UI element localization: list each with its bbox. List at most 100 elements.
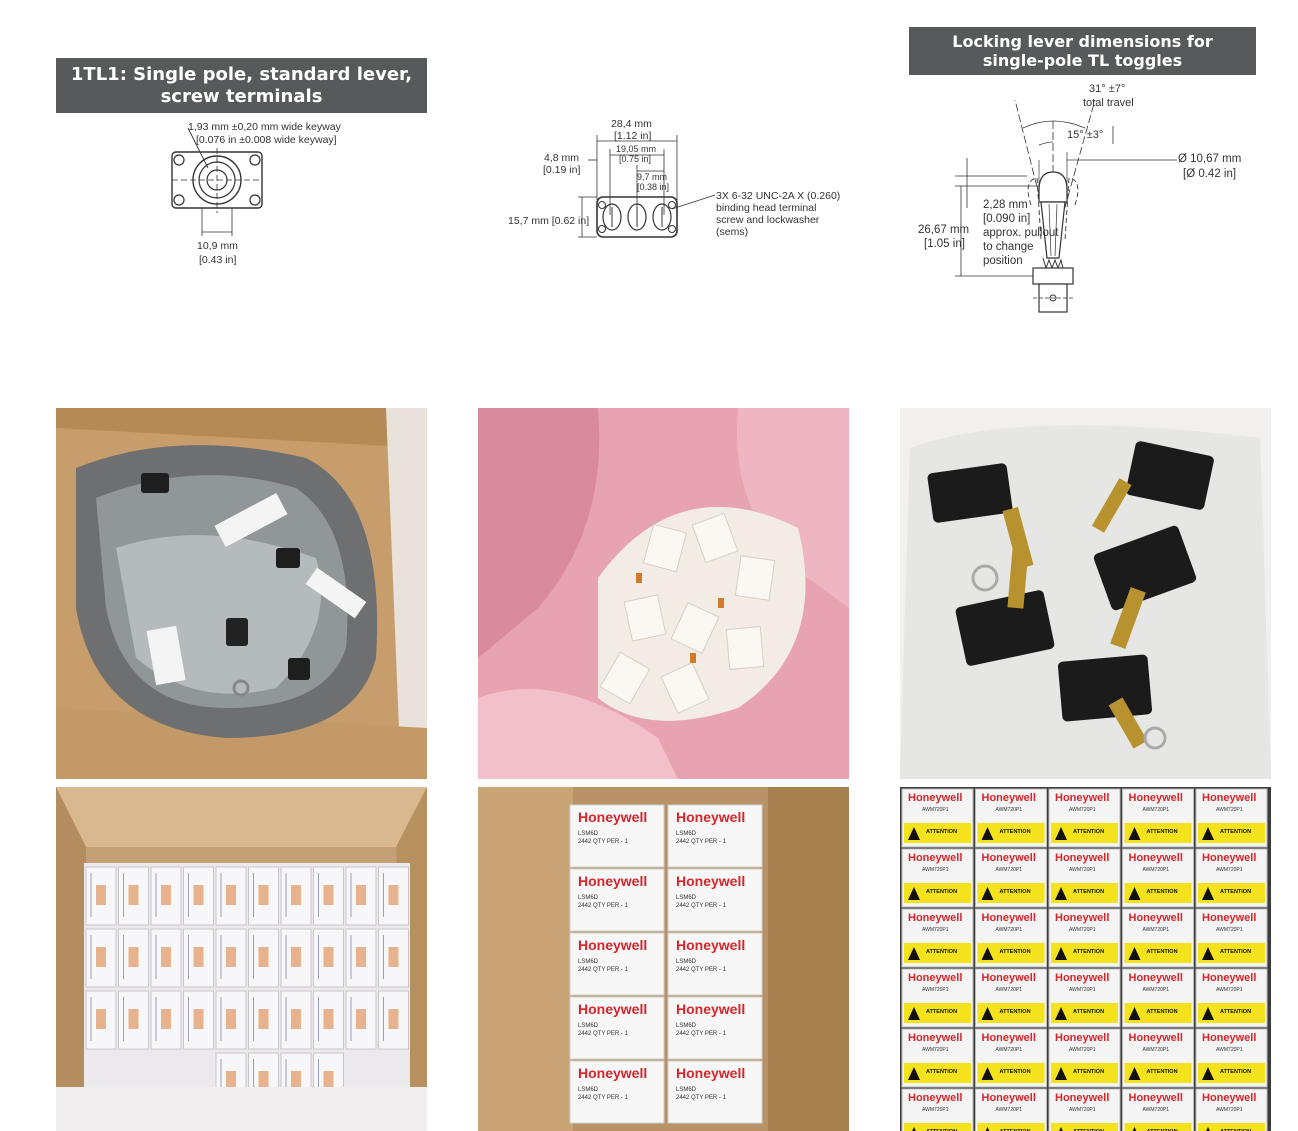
panel3-pullout-note-3: position — [983, 255, 1023, 267]
attention-label: ATTENTION — [1220, 889, 1251, 895]
honeywell-logo-text: Honeywell — [982, 852, 1036, 864]
honeywell-logo-text: Honeywell — [1129, 1032, 1183, 1044]
part-number-label: AWM720P1 — [1143, 1047, 1170, 1053]
carton — [280, 866, 312, 926]
honeywell-logo-text: Honeywell — [578, 809, 647, 825]
honeywell-logo-text: Honeywell — [578, 937, 647, 953]
part-number-label: AWM720P1 — [1069, 927, 1096, 933]
panel3-pullout-in: [0.090 in] — [983, 213, 1031, 225]
box-qty-label: 2442 QTY PER - 1 — [676, 967, 727, 973]
panel3-title-line1: Locking lever dimensions for — [952, 32, 1213, 51]
honeywell-logo-text: Honeywell — [676, 809, 745, 825]
carton — [345, 990, 377, 1050]
part-number-label: AWM720P1 — [922, 987, 949, 993]
carton — [150, 990, 182, 1050]
part-number-label: AWM720P1 — [1069, 867, 1096, 873]
box-qty-label: 2442 QTY PER - 1 — [676, 839, 727, 845]
honeywell-logo-text: Honeywell — [1129, 852, 1183, 864]
panel3-diameter-in: [Ø 0.42 in] — [1183, 168, 1237, 180]
attention-label: ATTENTION — [1000, 949, 1031, 955]
part-number-label: AWM720P1 — [922, 927, 949, 933]
carton — [248, 990, 279, 1050]
honeywell-logo-text: Honeywell — [908, 1092, 962, 1104]
panel1-title-line1: 1TL1: Single pole, standard lever, — [70, 63, 413, 85]
panel2-pitch-in: [0.75 in] — [619, 154, 652, 164]
panel3-half-angle: 15° ±3° — [1067, 129, 1104, 141]
attention-label: ATTENTION — [1220, 949, 1251, 955]
attention-label: ATTENTION — [1073, 889, 1104, 895]
honeywell-logo-text: Honeywell — [1202, 792, 1256, 804]
panel2-spacing-mm: 9,7 mm — [637, 172, 668, 182]
carton — [313, 928, 344, 988]
carton — [248, 866, 279, 926]
panel1-title-banner: 1TL1: Single pole, standard lever, screw… — [56, 58, 427, 113]
box-qty-label: 2442 QTY PER - 1 — [578, 903, 629, 909]
panel2-overall-in: [1.12 in] — [614, 130, 652, 142]
honeywell-logo-text: Honeywell — [908, 1032, 962, 1044]
attention-label: ATTENTION — [926, 1009, 957, 1015]
honeywell-logo-text: Honeywell — [1202, 1092, 1256, 1104]
honeywell-logo-text: Honeywell — [578, 1001, 647, 1017]
honeywell-logo-text: Honeywell — [578, 1065, 647, 1081]
attention-label: ATTENTION — [1220, 829, 1251, 835]
carton — [118, 866, 149, 926]
honeywell-logo-text: Honeywell — [1055, 1032, 1109, 1044]
part-number-label: AWM720P1 — [1216, 1107, 1243, 1113]
carton — [118, 928, 149, 988]
box-qty-label: 2442 QTY PER - 1 — [578, 839, 629, 845]
honeywell-logo-text: Honeywell — [908, 912, 962, 924]
panel3-pullout-note-2: to change — [983, 241, 1034, 253]
attention-label: ATTENTION — [926, 1129, 957, 1131]
carton — [378, 866, 409, 926]
honeywell-logo-text: Honeywell — [676, 937, 745, 953]
panel2-spacing-in: [0.38 in] — [637, 182, 670, 192]
part-number-label: AWM720P1 — [1216, 987, 1243, 993]
honeywell-logo-text: Honeywell — [1202, 972, 1256, 984]
carton — [378, 990, 409, 1050]
box-qty-label: 2442 QTY PER - 1 — [676, 1095, 727, 1101]
box-part-label: LSM6D — [676, 1087, 697, 1093]
attention-label: ATTENTION — [1220, 1009, 1251, 1015]
attention-label: ATTENTION — [926, 949, 957, 955]
part-number-label: AWM720P1 — [1069, 1047, 1096, 1053]
part-number-label: AWM720P1 — [996, 1047, 1023, 1053]
honeywell-logo-text: Honeywell — [1129, 792, 1183, 804]
box-part-label: LSM6D — [676, 959, 697, 965]
labelled-box-grid: HoneywellAWM720P1ATTENTIONHoneywellAWM72… — [901, 788, 1268, 1131]
honeywell-logo-text: Honeywell — [676, 1001, 745, 1017]
honeywell-logo-text: Honeywell — [1202, 1032, 1256, 1044]
attention-label: ATTENTION — [1000, 1009, 1031, 1015]
attention-label: ATTENTION — [1147, 889, 1178, 895]
panel2-edge-in: [0.19 in] — [543, 164, 581, 176]
attention-label: ATTENTION — [1147, 949, 1178, 955]
box-part-label: LSM6D — [578, 831, 599, 837]
attention-label: ATTENTION — [1073, 1009, 1104, 1015]
panel2-edge-mm: 4,8 mm — [544, 152, 580, 164]
panel3-title-banner: Locking lever dimensions for single-pole… — [909, 27, 1256, 75]
honeywell-logo-text: Honeywell — [1129, 1092, 1183, 1104]
honeywell-logo-text: Honeywell — [676, 873, 745, 889]
carton — [215, 866, 247, 926]
panel2-screw-note-2: binding head terminal — [716, 202, 817, 214]
part-number-label: AWM720P1 — [1069, 987, 1096, 993]
